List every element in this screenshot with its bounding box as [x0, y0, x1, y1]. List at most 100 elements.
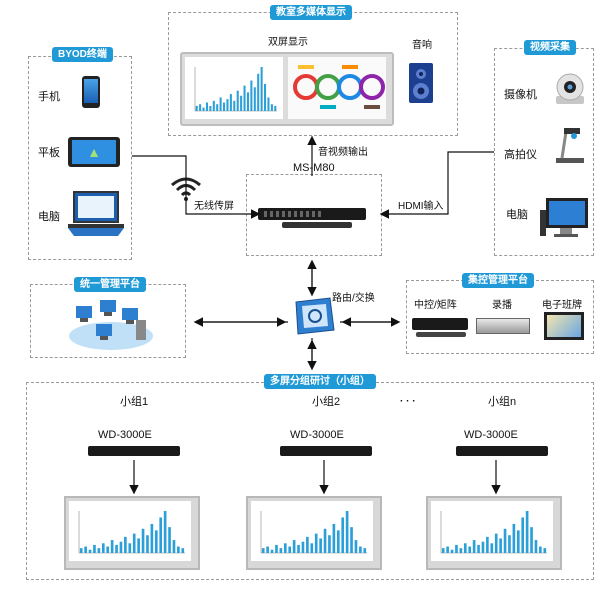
chart-axis	[260, 511, 367, 554]
camera-label: 摄像机	[504, 89, 537, 101]
router-icon	[295, 297, 335, 335]
wd-3000e-device-1	[88, 446, 180, 456]
chart-bar	[441, 548, 445, 553]
chart-bar	[494, 533, 498, 553]
chart-bar	[212, 100, 215, 111]
chart-bar	[310, 543, 314, 553]
phone-label: 手机	[38, 91, 60, 103]
tablet-label: 平板	[38, 147, 60, 159]
chart-bar	[455, 544, 458, 553]
chart-bar	[292, 540, 296, 553]
chart-bar	[525, 511, 529, 553]
chart-bar	[336, 530, 340, 553]
chart-bar	[279, 548, 283, 553]
chart-bar	[350, 527, 353, 553]
ms-m80-device	[258, 208, 366, 220]
chart-bar	[159, 517, 163, 553]
group-device-label-1: WD-3000E	[98, 429, 152, 441]
chart-bar	[503, 528, 507, 553]
byod-title: BYOD终端	[52, 47, 113, 62]
chart-bar	[274, 105, 277, 111]
chart-bar	[266, 546, 269, 553]
chart-bar	[463, 543, 467, 553]
chart-bar	[110, 540, 114, 553]
chart-bar	[446, 546, 449, 553]
av-output-label: 音视频输出	[318, 147, 368, 158]
recording-label: 录播	[492, 300, 512, 311]
chart-bar	[270, 549, 274, 553]
chart-bar	[181, 548, 185, 553]
camera-icon	[556, 73, 584, 104]
chart-bar	[101, 543, 105, 553]
phone-icon	[82, 76, 100, 108]
chart-bar	[450, 549, 454, 553]
chart-bar	[490, 543, 494, 553]
chart-bar	[79, 548, 83, 553]
chart-bar	[226, 99, 229, 111]
group-name-2: 小组2	[312, 396, 341, 408]
bar-chart-group-n	[440, 511, 547, 554]
chart-bar	[253, 87, 256, 111]
chart-bar	[88, 549, 92, 553]
router-label: 路由/交换	[332, 293, 375, 304]
bar-chart-screen-top	[194, 67, 277, 112]
recorder-icon	[476, 318, 530, 334]
pc-label: 电脑	[506, 209, 528, 221]
chart-axis	[78, 511, 185, 554]
chart-bar	[319, 538, 322, 553]
wd-3000e-device-n	[456, 446, 548, 456]
chart-bar	[267, 97, 270, 111]
unified-mgmt-title: 统一管理平台	[74, 277, 146, 292]
chart-bar	[539, 546, 542, 553]
chart-bar	[288, 546, 292, 553]
e-board-icon	[544, 312, 584, 340]
chart-bar	[270, 104, 273, 111]
chart-bar	[459, 548, 463, 553]
groups-title: 多屏分组研讨（小组）	[264, 374, 376, 389]
chart-bar	[154, 530, 158, 553]
wd-3000e-device-2	[280, 446, 372, 456]
chart-bar	[199, 104, 202, 111]
group-name-1: 小组1	[120, 396, 149, 408]
chart-bar	[172, 540, 176, 553]
chart-bar	[468, 546, 472, 553]
chart-bar	[323, 528, 327, 553]
chart-bar	[301, 541, 305, 553]
chart-bar	[521, 517, 525, 553]
chart-bar	[260, 67, 263, 111]
group-device-label-2: WD-3000E	[290, 429, 344, 441]
chart-bar	[205, 102, 208, 111]
chart-bar	[508, 535, 511, 553]
chart-axis	[440, 511, 547, 554]
chart-bar	[141, 528, 145, 553]
chart-bar	[345, 511, 349, 553]
chart-bar	[223, 102, 226, 111]
chart-bar	[115, 544, 118, 553]
chart-bar	[229, 94, 232, 111]
chart-bar	[530, 527, 533, 553]
group-device-label-n: WD-3000E	[464, 429, 518, 441]
chart-bar	[512, 523, 516, 553]
chart-bar	[236, 90, 239, 111]
chart-bar	[477, 544, 480, 553]
matrix-device-icon-2	[416, 332, 466, 337]
chart-bar	[195, 105, 198, 111]
bar-chart-group-1	[78, 511, 185, 554]
chart-bar	[257, 73, 260, 111]
chart-bar	[472, 540, 476, 553]
chart-bar	[240, 95, 243, 111]
chart-bar	[354, 540, 358, 553]
chart-axis	[194, 67, 277, 112]
chart-bar	[275, 544, 278, 553]
chart-bar	[363, 548, 367, 553]
doc-camera-icon	[556, 128, 584, 163]
chart-bar	[106, 546, 110, 553]
video-capture-title: 视频采集	[524, 40, 576, 55]
chart-bar	[137, 538, 140, 553]
e-board-label: 电子班牌	[542, 300, 582, 311]
infographic-screen	[293, 65, 385, 109]
wireless-label: 无线传屏	[194, 201, 234, 212]
matrix-label: 中控/矩阵	[414, 300, 457, 311]
center-device-title: MS-M80	[290, 162, 338, 174]
